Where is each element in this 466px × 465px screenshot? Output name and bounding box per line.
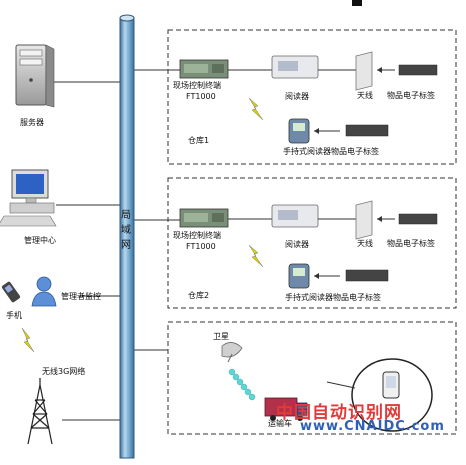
w2-terminal-device [179,208,229,228]
w2-lightning-icon [248,244,264,268]
transport-truck-icon [264,397,308,421]
w2-tag-arrow [377,216,395,222]
w2-handheld-tag [345,269,389,282]
w1-rfid-tag [398,64,438,76]
w1-reader-label: 阅读器 [285,92,309,101]
w2-terminal-label: 现场控制终端 [173,231,221,240]
w2-handheld-reader-device [288,263,310,289]
warehouse1-frame [167,29,457,165]
mobile-terminal-icon [382,371,400,399]
w1-terminal-model: FT1000 [186,92,216,101]
w1-antenna-label: 天线 [357,91,373,100]
w1-handheld-tag [345,124,389,137]
server-icon [15,44,55,108]
satellite-label: 卫星 [213,332,229,341]
w1-antenna-device [355,51,373,91]
satellite-dish-icon [221,342,243,363]
wireless-lightning-icon [21,327,35,353]
server-label: 服务器 [20,118,44,127]
truck-to-circle-line [326,381,356,389]
w1-handheld-arrow [314,128,340,134]
mgmt-center-label: 管理中心 [24,236,56,245]
satellite-signal-icon [228,368,256,401]
coverage-circle [351,358,433,432]
w2-tag-label: 物品电子标签 [387,239,435,248]
w2-antenna-device [355,200,373,240]
w2-handheld-arrow [314,273,340,279]
w1-warehouse-name: 仓库1 [188,136,210,145]
w1-terminal-label: 现场控制终端 [173,81,221,90]
radio-tower-icon [27,378,53,445]
w1-reader-device [271,55,319,79]
w2-warehouse-name: 仓库2 [188,291,210,300]
w2-rfid-tag [398,213,438,225]
warehouse2-frame [167,177,457,309]
person-icon [31,276,57,307]
lan-label: 局域网 [121,210,131,251]
w2-antenna-label: 天线 [357,239,373,248]
computer-icon [0,169,57,227]
lan-backbone-pipe [119,14,135,459]
vehicle-label: 运输车 [268,419,292,428]
wireless-3g-label: 无线3G网络 [42,367,86,376]
phone-label: 手机 [6,311,22,320]
w1-handheld-reader-device [288,118,310,144]
w2-handheld-label: 手持式阅读器物品电子标签 [285,293,381,302]
phone-icon [1,281,21,303]
w1-terminal-device [179,59,229,79]
w2-terminal-model: FT1000 [186,242,216,251]
transport-frame [167,321,457,435]
w1-lightning-icon [248,97,264,121]
w2-reader-label: 阅读器 [285,240,309,249]
watermark-title: 中国自动识别网 [276,403,402,423]
watermark-url: www.CNAIDC.com [300,419,445,434]
supervisor-label: 管理者监控 [61,292,101,301]
w1-tag-label: 物品电子标签 [387,91,435,100]
w2-reader-device [271,204,319,228]
w1-tag-arrow [377,67,395,73]
top-edge-mark [352,0,362,6]
w1-handheld-label: 手持式阅读器物品电子标签 [283,147,379,156]
